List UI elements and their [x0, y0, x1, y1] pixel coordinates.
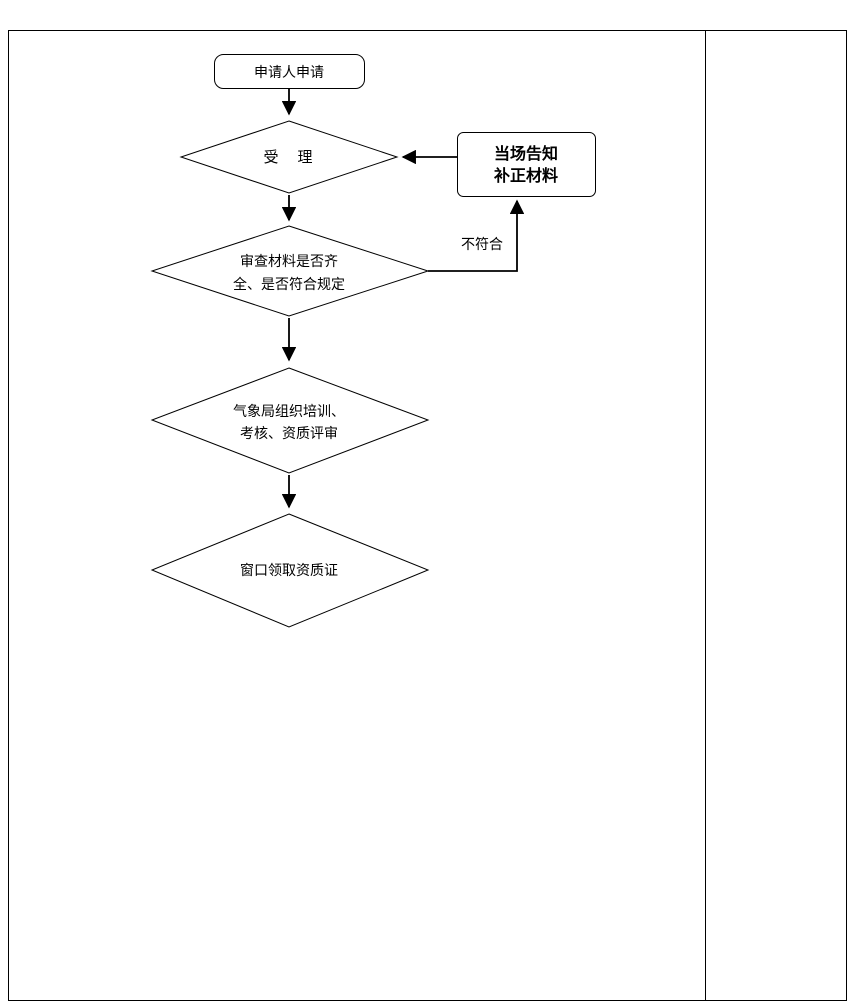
node-training-shape	[150, 367, 430, 474]
node-notify-shape	[457, 132, 596, 197]
node-collect-label: 窗口领取资质证	[240, 562, 338, 579]
node-start-label: 申请人申请	[254, 65, 324, 81]
node-review: 审查材料是否齐 全、是否符合规定	[150, 225, 430, 317]
node-training-label-line2: 考核、资质评审	[240, 426, 338, 442]
node-review-label-line2: 全、是否符合规定	[233, 276, 345, 293]
node-review-shape	[150, 225, 430, 317]
edge-label-not-compliant: 不符合	[461, 237, 503, 253]
node-collect: 窗口领取资质证	[150, 513, 430, 628]
node-accept-shape	[179, 120, 399, 194]
node-notify-label-line1: 当场告知	[494, 144, 558, 163]
edge-review-to-notify	[428, 199, 525, 272]
node-accept-label: 受 理	[263, 148, 314, 166]
node-start-shape	[214, 54, 365, 89]
node-training: 气象局组织培训、 考核、资质评审	[150, 367, 430, 474]
page-border	[8, 30, 847, 1001]
node-collect-shape	[150, 513, 430, 628]
node-notify-label-line2: 补正材料	[493, 166, 558, 185]
node-review-label-line1: 审查材料是否齐	[240, 254, 338, 270]
node-notify: 当场告知 补正材料	[457, 132, 596, 197]
node-training-label-line1: 气象局组织培训、	[233, 404, 345, 420]
node-start: 申请人申请	[214, 54, 365, 89]
node-accept: 受 理	[179, 120, 399, 194]
